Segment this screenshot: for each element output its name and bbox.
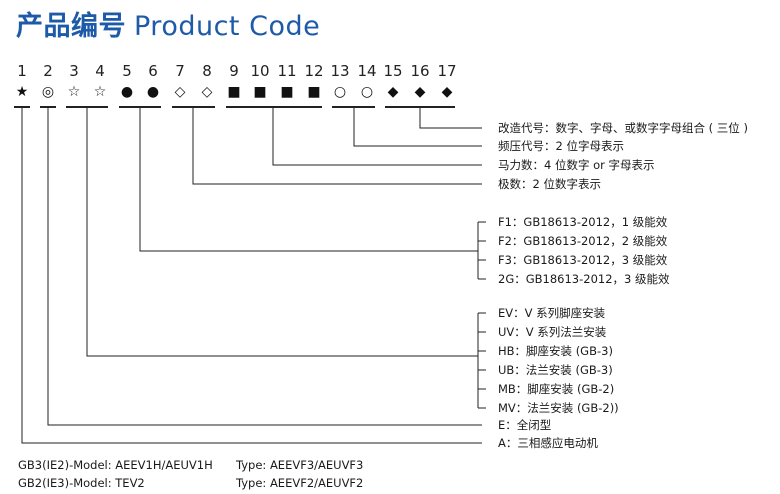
position-number: 13 (330, 62, 350, 80)
star-filled-icon: ★ (15, 84, 29, 100)
label-mount-uv: UV：V 系列法兰安装 (498, 325, 607, 339)
star-outline-icon: ☆ (67, 84, 81, 100)
diamond-outline-icon: ◇ (201, 84, 213, 100)
footer-model-gb3: GB3(IE2)-Model: AEEV1H/AEUV1H (18, 458, 213, 472)
leader-modification (419, 107, 482, 129)
square-filled-icon: ■ (307, 84, 321, 100)
label-frequency-code: 频压代号：2 位字母表示 (498, 139, 624, 153)
position-number: 5 (122, 62, 132, 80)
label-efficiency-f2: F2：GB18613-2012，2 级能效 (498, 234, 668, 248)
square-filled-icon: ■ (227, 84, 241, 100)
group-underline (40, 106, 56, 108)
footer-type-gb3: Type: AEEVF3/AEUVF3 (236, 458, 364, 472)
label-mount-hb: HB：脚座安装 (GB-3) (498, 344, 613, 358)
leader-efficiency (139, 107, 478, 252)
group-underline (66, 106, 108, 108)
position-number: 6 (148, 62, 158, 80)
label-efficiency-f1: F1：GB18613-2012，1 级能效 (498, 215, 668, 229)
circle-filled-icon: ● (146, 84, 160, 100)
title-en: Product Code (134, 11, 321, 42)
position-number: 15 (383, 62, 403, 80)
label-poles: 极数：2 位数字表示 (498, 177, 601, 191)
label-mount-ev: EV：V 系列脚座安装 (498, 306, 606, 320)
label-enclosure: E：全闭型 (498, 418, 552, 432)
efficiency-ticks (478, 221, 486, 280)
group-underline (172, 106, 215, 108)
circle-outline-icon: ○ (360, 84, 374, 100)
leader-mounting (86, 107, 478, 357)
position-number: 16 (410, 62, 430, 80)
group-underline (119, 106, 161, 108)
group-underline (226, 106, 322, 108)
position-number: 8 (202, 62, 212, 80)
position-number: 11 (277, 62, 297, 80)
group-underline (332, 106, 375, 108)
label-modification-code: 改造代号：数字、字母、或数字字母组合 ( 三位 ) (498, 121, 748, 135)
position-number: 7 (175, 62, 185, 80)
position-number: 1 (17, 62, 27, 80)
position-number: 10 (250, 62, 270, 80)
diamond-filled-icon: ◆ (387, 84, 399, 100)
square-filled-icon: ■ (253, 84, 267, 100)
diamond-outline-icon: ◇ (174, 84, 186, 100)
diamond-filled-icon: ◆ (414, 84, 426, 100)
title-zh: 产品编号 (16, 11, 126, 42)
square-filled-icon: ■ (280, 84, 294, 100)
label-efficiency-2g: 2G：GB18613-2012，3 级能效 (498, 272, 670, 286)
position-number: 12 (304, 62, 324, 80)
leader-frequency (353, 107, 482, 147)
label-mount-ub: UB：法兰安装 (GB-3) (498, 363, 613, 377)
position-number: 17 (437, 62, 457, 80)
position-number: 3 (69, 62, 79, 80)
group-underline (14, 106, 30, 108)
star-outline-icon: ☆ (93, 84, 107, 100)
label-mount-mb: MB：脚座安装 (GB-2) (498, 382, 615, 396)
group-underline (385, 106, 455, 108)
leader-poles (192, 107, 482, 185)
label-motor-type: A：三相感应电动机 (498, 436, 598, 450)
double-circle-icon: ◎ (41, 84, 55, 100)
label-efficiency-f3: F3：GB18613-2012，3 级能效 (498, 253, 668, 267)
position-number: 2 (43, 62, 53, 80)
circle-filled-icon: ● (120, 84, 134, 100)
mounting-ticks (478, 312, 486, 409)
position-number: 14 (357, 62, 377, 80)
position-number: 9 (229, 62, 239, 80)
footer-type-gb2: Type: AEEVF2/AEUVF2 (236, 476, 364, 490)
label-mount-mv: MV：法兰安装 (GB-2)) (498, 401, 619, 415)
page-title: 产品编号 Product Code (16, 4, 320, 43)
diamond-filled-icon: ◆ (441, 84, 453, 100)
circle-outline-icon: ○ (333, 84, 347, 100)
leader-enclosure (47, 107, 482, 426)
leader-power (272, 107, 482, 166)
label-horsepower: 马力数：4 位数字 or 字母表示 (498, 158, 655, 172)
position-number: 4 (95, 62, 105, 80)
footer-model-gb2: GB2(IE3)-Model: TEV2 (18, 476, 145, 490)
leader-motor-type (21, 107, 482, 444)
